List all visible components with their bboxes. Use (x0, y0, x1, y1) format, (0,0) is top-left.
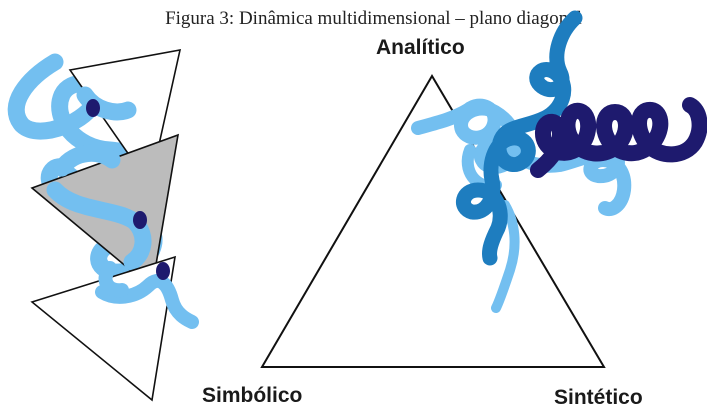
vertex-label-simbolico: Simbólico (202, 384, 303, 407)
mid-blue-ribbon (456, 10, 583, 266)
intersection-dot-2 (133, 211, 147, 229)
vertex-label-analitico: Analítico (376, 36, 465, 59)
light-blue-spiral-loop (98, 261, 129, 298)
light-blue-spiral-front-3 (53, 144, 121, 177)
figure-caption: Figura 3: Dinâmica multidimensional – pl… (165, 8, 582, 29)
spiral-ribbons-illustration (411, 10, 707, 313)
light-blue-spiral-front-1 (76, 86, 137, 121)
main-triangle (260, 74, 606, 368)
navy-ribbon (530, 97, 707, 178)
intersection-dot-3 (156, 262, 170, 280)
light-blue-spiral-tail (95, 274, 199, 329)
vertex-label-sintetico: Sintético (554, 386, 643, 409)
intersection-dot-1 (86, 99, 100, 117)
light-blue-ribbon-tail (491, 200, 520, 313)
stacked-planes-illustration (7, 48, 199, 402)
